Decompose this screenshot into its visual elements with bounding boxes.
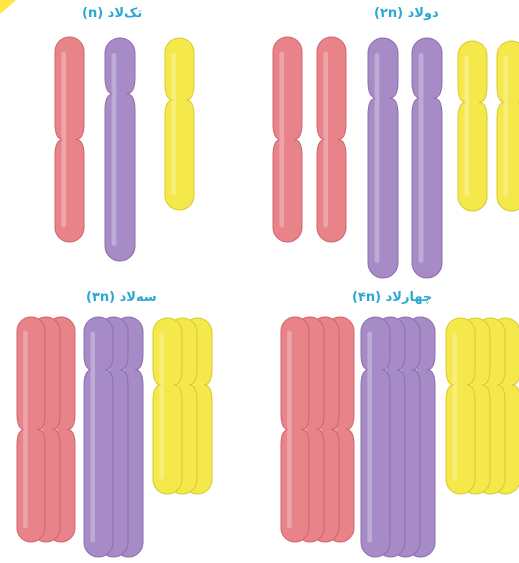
haploid-red-chromosome bbox=[55, 37, 84, 242]
diploid-purple-chromosome-1 bbox=[368, 38, 398, 278]
triploid-yellow-chromosome-1 bbox=[153, 318, 182, 494]
diploid-yellow-chromosome-1 bbox=[458, 41, 487, 211]
diploid-yellow-chromosome-2 bbox=[497, 41, 519, 211]
haploid-purple-chromosome bbox=[105, 38, 135, 261]
triploid-purple-chromosome-1 bbox=[84, 317, 113, 557]
diploid-red-chromosome-2 bbox=[317, 37, 346, 242]
haploid-yellow-chromosome bbox=[165, 38, 194, 210]
tetraploid-purple-chromosome-1 bbox=[361, 317, 390, 557]
diploid-red-chromosome-1 bbox=[273, 37, 302, 242]
diploid-purple-chromosome-2 bbox=[412, 38, 442, 278]
tetraploid-yellow-chromosome-1 bbox=[446, 318, 475, 494]
